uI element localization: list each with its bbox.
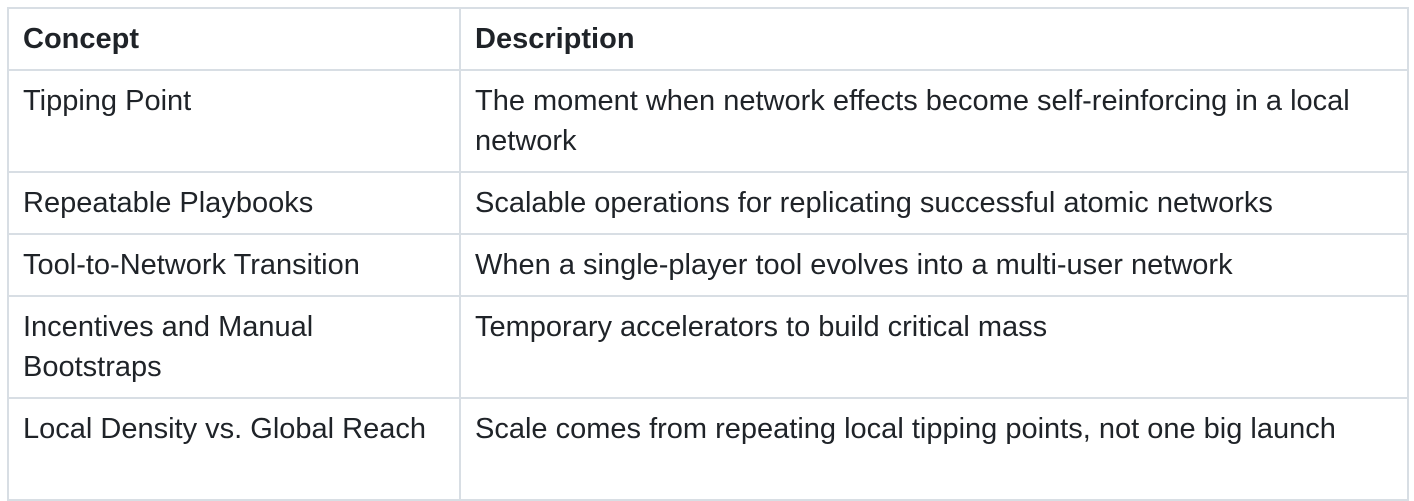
concepts-table: Concept Description Tipping Point The mo… [7,7,1409,501]
table-row: Tool-to-Network Transition When a single… [7,233,1409,297]
cell-description: Scalable operations for replicating succ… [459,171,1409,235]
cell-concept: Incentives and Manual Bootstraps [7,295,461,399]
table-row: Local Density vs. Global Reach Scale com… [7,397,1409,501]
cell-concept: Tipping Point [7,69,461,173]
cell-concept: Repeatable Playbooks [7,171,461,235]
table-header: Concept Description [7,7,1409,71]
table-row: Tipping Point The moment when network ef… [7,69,1409,173]
cell-description: The moment when network effects become s… [459,69,1409,173]
cell-description: Scale comes from repeating local tipping… [459,397,1409,501]
cell-concept: Local Density vs. Global Reach [7,397,461,501]
table-row: Incentives and Manual Bootstraps Tempora… [7,295,1409,399]
cell-description: When a single-player tool evolves into a… [459,233,1409,297]
header-description: Description [459,7,1409,71]
table-row: Repeatable Playbooks Scalable operations… [7,171,1409,235]
header-row: Concept Description [7,7,1409,71]
cell-description: Temporary accelerators to build critical… [459,295,1409,399]
cell-concept: Tool-to-Network Transition [7,233,461,297]
header-concept: Concept [7,7,461,71]
table-body: Tipping Point The moment when network ef… [7,69,1409,501]
